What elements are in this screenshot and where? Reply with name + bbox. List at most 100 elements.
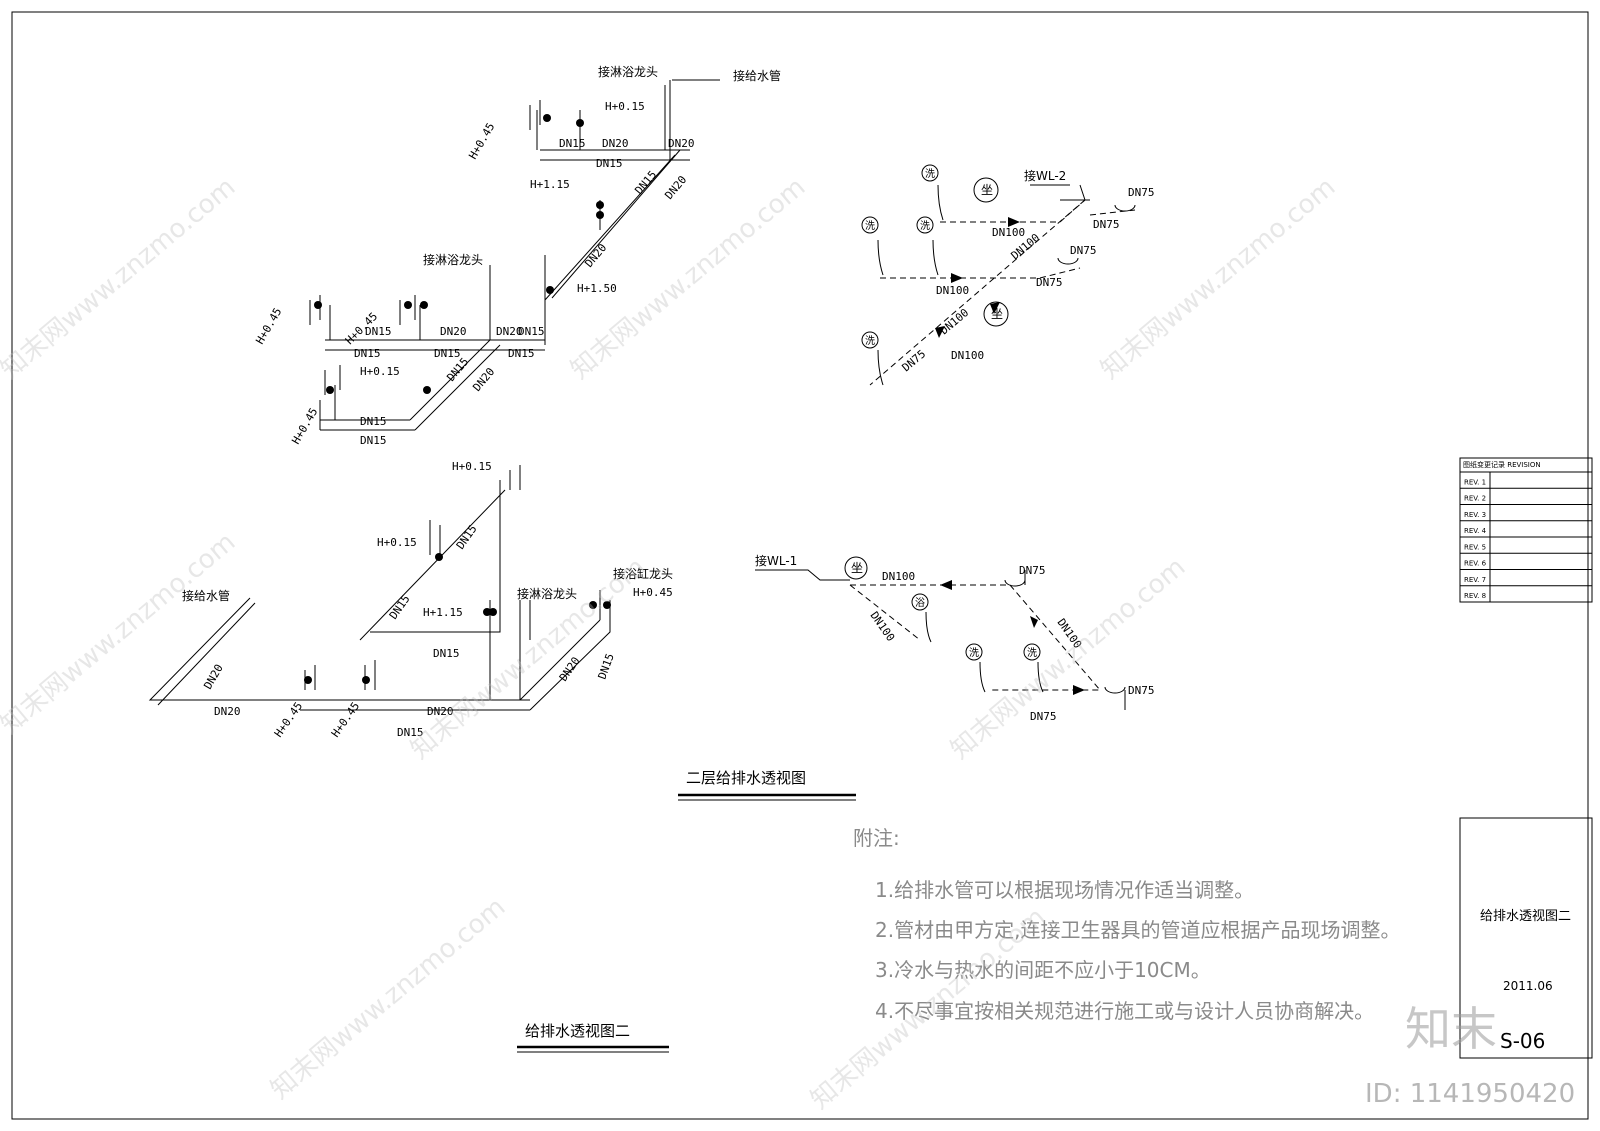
label-h015-a: H+0.15 [605, 100, 645, 113]
label-dn20-lower-3: DN20 [201, 662, 226, 691]
label-dn15-8: DN15 [360, 415, 387, 428]
label-h115: H+1.15 [530, 178, 570, 191]
label-dn75-5: DN75 [900, 347, 929, 374]
revision-row-label: REV. 4 [1464, 527, 1487, 535]
main-title: 二层给排水透视图 [686, 769, 806, 787]
label-dn100-5: DN100 [938, 306, 972, 337]
label-dn100-1: DN100 [992, 226, 1025, 239]
title-block: 给排水透视图二 2011.06 S-06 [1459, 817, 1593, 1059]
watermark-brand: 知末 [1405, 1002, 1497, 1056]
label-dn15-7: DN15 [508, 347, 535, 360]
label-dn15-lower-2: DN15 [433, 647, 460, 660]
label-dn15-4: DN15 [518, 325, 545, 338]
label-seat-1: 坐 [981, 183, 993, 197]
label-h045-lower: H+0.45 [633, 586, 673, 599]
label-dn15-lower-1: DN15 [397, 726, 424, 739]
label-dn15-2: DN15 [596, 157, 623, 170]
revision-row-label: REV. 5 [1464, 543, 1486, 551]
drain-diagram-top: 接WL-2 坐 坐 洗 洗 洗 洗 DN75 DN75 DN75 DN75 DN… [861, 164, 1155, 386]
watermark-3: 知末网www.znzmo.com [1095, 172, 1341, 385]
watermark-layer: 知末网www.znzmo.com 知末网www.znzmo.com 知末网www… [0, 172, 1575, 1115]
label-h045-a: H+0.45 [466, 121, 497, 162]
label-h015-b: H+0.15 [360, 365, 400, 378]
label-wash-1: 洗 [925, 168, 935, 180]
label-h015-c: H+0.15 [452, 460, 492, 473]
title-block-date: 2011.06 [1503, 979, 1553, 993]
label-seat-2: 坐 [991, 307, 1003, 321]
notes-block: 附注: 1.给排水管可以根据现场情况作适当调整。 2.管材由甲方定,连接卫生器具… [853, 826, 1400, 1023]
label-wl1: 接WL-1 [755, 553, 797, 568]
label-dn15-1: DN15 [559, 137, 586, 150]
sheet-border [11, 11, 1589, 1120]
revision-row-label: REV. 1 [1464, 478, 1486, 486]
label-dn75-b3: DN75 [1030, 710, 1057, 723]
revision-header: 图纸变更记录 REVISION [1463, 460, 1541, 469]
label-shower-top: 接淋浴龙头 [598, 64, 658, 79]
note-3: 3.冷水与热水的间距不应小于10CM。 [875, 958, 1211, 982]
label-dn75-2: DN75 [1093, 218, 1120, 231]
label-bath-lower: 接浴缸龙头 [613, 566, 673, 581]
label-dn100-3: DN100 [951, 349, 984, 362]
label-wash-4: 洗 [865, 335, 875, 347]
title-block-number: S-06 [1500, 1029, 1545, 1053]
label-dn15-3: DN15 [365, 325, 392, 338]
label-dn75-b1: DN75 [1019, 564, 1046, 577]
note-4: 4.不尽事宜按相关规范进行施工或与设计人员协商解决。 [875, 999, 1374, 1023]
label-dn20-6: DN20 [582, 241, 609, 270]
watermark-id: ID: 1141950420 [1365, 1079, 1575, 1109]
label-wl2: 接WL-2 [1024, 168, 1066, 183]
label-dn20-3: DN20 [440, 325, 467, 338]
label-dn15-lower-4: DN15 [454, 523, 480, 552]
label-wash-6: 洗 [1027, 647, 1037, 659]
notes-header: 附注: [853, 826, 900, 850]
label-dn15-5: DN15 [354, 347, 381, 360]
watermark-1: 知末网www.znzmo.com [0, 172, 241, 385]
label-dn75-4: DN75 [1036, 276, 1063, 289]
watermark-4: 知末网www.znzmo.com [0, 527, 241, 740]
label-wash-5: 洗 [969, 647, 979, 659]
label-h045-lower-a: H+0.45 [272, 700, 305, 740]
label-dn75-b2: DN75 [1128, 684, 1155, 697]
title-block-name: 给排水透视图二 [1480, 909, 1571, 924]
label-dn15-lower-5: DN15 [596, 652, 617, 681]
label-dn20-7: DN20 [470, 365, 497, 394]
sub-title: 给排水透视图二 [525, 1022, 630, 1040]
label-dn100-b1: DN100 [882, 570, 915, 583]
label-supply-lower: 接给水管 [182, 588, 230, 603]
label-wash-2: 洗 [865, 220, 875, 232]
label-dn20-lower-1: DN20 [214, 705, 241, 718]
revision-row-label: REV. 8 [1464, 592, 1486, 600]
label-h045-lower-b: H+0.45 [329, 700, 362, 740]
label-dn100-2: DN100 [936, 284, 969, 297]
sub-title-block: 给排水透视图二 [517, 1022, 669, 1053]
label-dn75-3: DN75 [1070, 244, 1097, 257]
label-dn15-6: DN15 [434, 347, 461, 360]
revision-row-label: REV. 7 [1464, 576, 1486, 584]
label-h045-b: H+0.45 [253, 306, 284, 347]
watermark-6: 知末网www.znzmo.com [945, 552, 1191, 765]
revision-table: 图纸变更记录 REVISION REV. 1 REV. 2 REV. 3 REV. 4… [1459, 457, 1593, 603]
label-h015-d: H+0.15 [377, 536, 417, 549]
revision-row-label: REV. 6 [1464, 560, 1487, 568]
label-dn20-2: DN20 [668, 137, 695, 150]
label-seat-3: 坐 [851, 561, 863, 575]
label-shower-mid: 接淋浴龙头 [423, 252, 483, 267]
label-h045-d: H+0.45 [289, 406, 320, 447]
watermark-7: 知末网www.znzmo.com [265, 892, 511, 1105]
label-h115-lower: H+1.15 [423, 606, 463, 619]
label-bath-fixture: 浴 [915, 597, 925, 609]
note-1: 1.给排水管可以根据现场情况作适当调整。 [875, 878, 1254, 902]
label-shower-lower: 接淋浴龙头 [517, 586, 577, 601]
main-title-block: 二层给排水透视图 [678, 769, 856, 801]
label-dn20-lower-2: DN20 [427, 705, 454, 718]
label-dn100-b2: DN100 [868, 609, 898, 644]
revision-row-label: REV. 2 [1464, 495, 1486, 503]
label-dn20-4: DN20 [496, 325, 523, 338]
label-h150: H+1.50 [577, 282, 617, 295]
revision-row-label: REV. 3 [1464, 511, 1486, 519]
label-dn15-9: DN15 [360, 434, 387, 447]
label-dn20-5: DN20 [662, 173, 689, 202]
label-dn15-lower-3: DN15 [387, 593, 413, 622]
